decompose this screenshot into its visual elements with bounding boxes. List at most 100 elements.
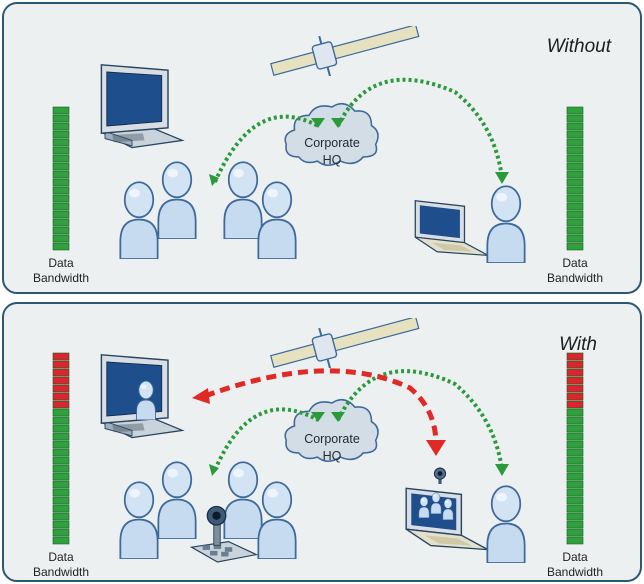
meter-segment-green	[566, 162, 584, 171]
meter-segment-red	[52, 352, 70, 361]
meter-segment-green	[566, 488, 584, 497]
arrow-head	[209, 174, 219, 186]
meter-segment-green	[52, 520, 70, 529]
arrow-head	[311, 412, 325, 422]
meter-segment-red	[566, 392, 584, 401]
meter-segment-green	[52, 226, 70, 235]
meter-segment-green	[566, 218, 584, 227]
bandwidth-meter-left	[52, 352, 70, 545]
meter-segment-green	[52, 464, 70, 473]
meter-segment-green	[566, 186, 584, 195]
meter-segment-green	[52, 210, 70, 219]
arrow-head	[311, 118, 325, 128]
meter-segment-green	[52, 448, 70, 457]
meter-segment-green	[52, 162, 70, 171]
meter-segment-green	[566, 178, 584, 187]
meter-segment-green	[52, 480, 70, 489]
meter-segment-green	[52, 504, 70, 513]
meter-segment-red	[566, 400, 584, 409]
meter-segment-red	[52, 368, 70, 377]
meter-segment-green	[52, 456, 70, 465]
meter-label-line2: Bandwidth	[547, 271, 603, 285]
meter-segment-green	[52, 138, 70, 147]
meter-segment-green	[52, 130, 70, 139]
meter-segment-red	[52, 360, 70, 369]
meter-segment-green	[52, 488, 70, 497]
meter-segment-red	[566, 368, 584, 377]
meter-segment-green	[566, 520, 584, 529]
meter-segment-green	[52, 440, 70, 449]
uplink-arrow	[213, 407, 319, 471]
meter-segment-green	[52, 528, 70, 537]
uplink-arrow	[213, 114, 319, 183]
meter-segment-green	[52, 114, 70, 123]
meter-segment-green	[566, 432, 584, 441]
meter-segment-green	[566, 114, 584, 123]
meter-segment-green	[566, 496, 584, 505]
meter-segment-green	[52, 416, 70, 425]
meter-segment-green	[566, 130, 584, 139]
arrow-head	[495, 464, 509, 476]
meter-label-line1: Data	[48, 550, 74, 564]
meter-segment-red	[566, 360, 584, 369]
meter-segment-green	[566, 170, 584, 179]
meter-segment-green	[52, 106, 70, 115]
meter-segment-green	[566, 472, 584, 481]
meter-segment-green	[52, 408, 70, 417]
meter-segment-green	[566, 448, 584, 457]
meter-segment-green	[566, 512, 584, 521]
meter-segment-green	[52, 202, 70, 211]
meter-segment-red	[566, 352, 584, 361]
meter-segment-red	[52, 400, 70, 409]
panel-with: With Corporate HQ Data	[2, 302, 642, 582]
meter-segment-green	[52, 242, 70, 251]
bandwidth-meter-right	[566, 352, 584, 545]
meter-label-line2: Bandwidth	[547, 565, 603, 579]
meter-segment-green	[52, 496, 70, 505]
meter-segment-green	[566, 226, 584, 235]
bandwidth-meter-right	[566, 106, 584, 251]
meter-segment-red	[52, 392, 70, 401]
meter-label-line1: Data	[562, 256, 588, 270]
meter-segment-green	[566, 202, 584, 211]
meter-segment-green	[566, 234, 584, 243]
video-call-arrow	[204, 368, 439, 445]
meter-segment-green	[52, 424, 70, 433]
arrow-head	[331, 118, 345, 128]
panel-without: Without Corporate HQ Data Bandwidth Data…	[2, 2, 642, 294]
meter-segment-green	[52, 432, 70, 441]
arrow-head	[426, 440, 446, 456]
meter-segment-green	[52, 170, 70, 179]
meter-segment-green	[52, 234, 70, 243]
hub-label-line2: HQ	[323, 153, 342, 167]
meter-label-line2: Bandwidth	[33, 565, 89, 579]
meter-segment-green	[52, 536, 70, 545]
meter-segment-green	[566, 536, 584, 545]
meter-segment-green	[566, 154, 584, 163]
meter-segment-green	[566, 106, 584, 115]
downlink-arrow	[336, 77, 504, 179]
meter-segment-green	[566, 416, 584, 425]
meter-label-line2: Bandwidth	[33, 271, 89, 285]
meter-segment-green	[566, 456, 584, 465]
meter-segment-green	[566, 504, 584, 513]
meter-segment-green	[566, 464, 584, 473]
meter-segment-green	[566, 480, 584, 489]
hub-label-line1: Corporate	[304, 432, 360, 446]
meter-segment-green	[566, 146, 584, 155]
hub-label-line2: HQ	[323, 449, 342, 463]
arrow-head	[192, 388, 210, 404]
meter-segment-green	[52, 218, 70, 227]
meter-segment-green	[52, 194, 70, 203]
meter-segment-green	[566, 242, 584, 251]
meter-segment-red	[566, 384, 584, 393]
meter-segment-red	[566, 376, 584, 385]
meter-segment-green	[566, 424, 584, 433]
meter-segment-green	[52, 122, 70, 131]
meter-segment-green	[52, 178, 70, 187]
panel-title: Without	[547, 36, 612, 57]
arrow-head	[495, 172, 509, 184]
meter-segment-green	[52, 512, 70, 521]
meter-segment-red	[52, 376, 70, 385]
meter-segment-green	[52, 472, 70, 481]
